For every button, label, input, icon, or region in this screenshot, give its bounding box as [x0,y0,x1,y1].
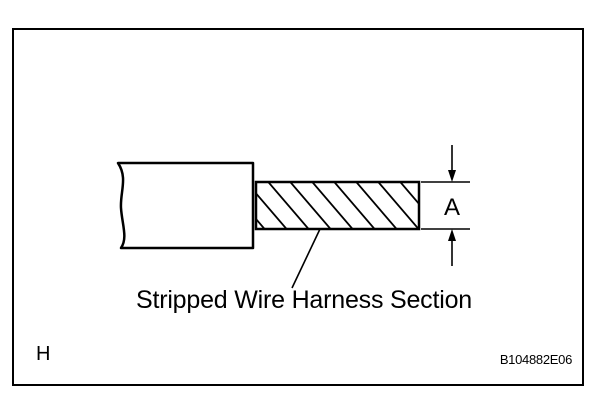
figure-id: B104882E06 [499,352,572,367]
corner-letter: H [36,343,51,365]
dimension-arrow-top [448,145,456,182]
stripped-core [254,180,421,231]
cable-insulation [116,161,255,250]
dimension-label: A [444,194,460,221]
leader-line [291,228,321,289]
figure-caption: Stripped Wire Harness Section [135,286,472,314]
dimension-arrow-bottom [448,229,456,266]
figure-frame [12,28,584,386]
